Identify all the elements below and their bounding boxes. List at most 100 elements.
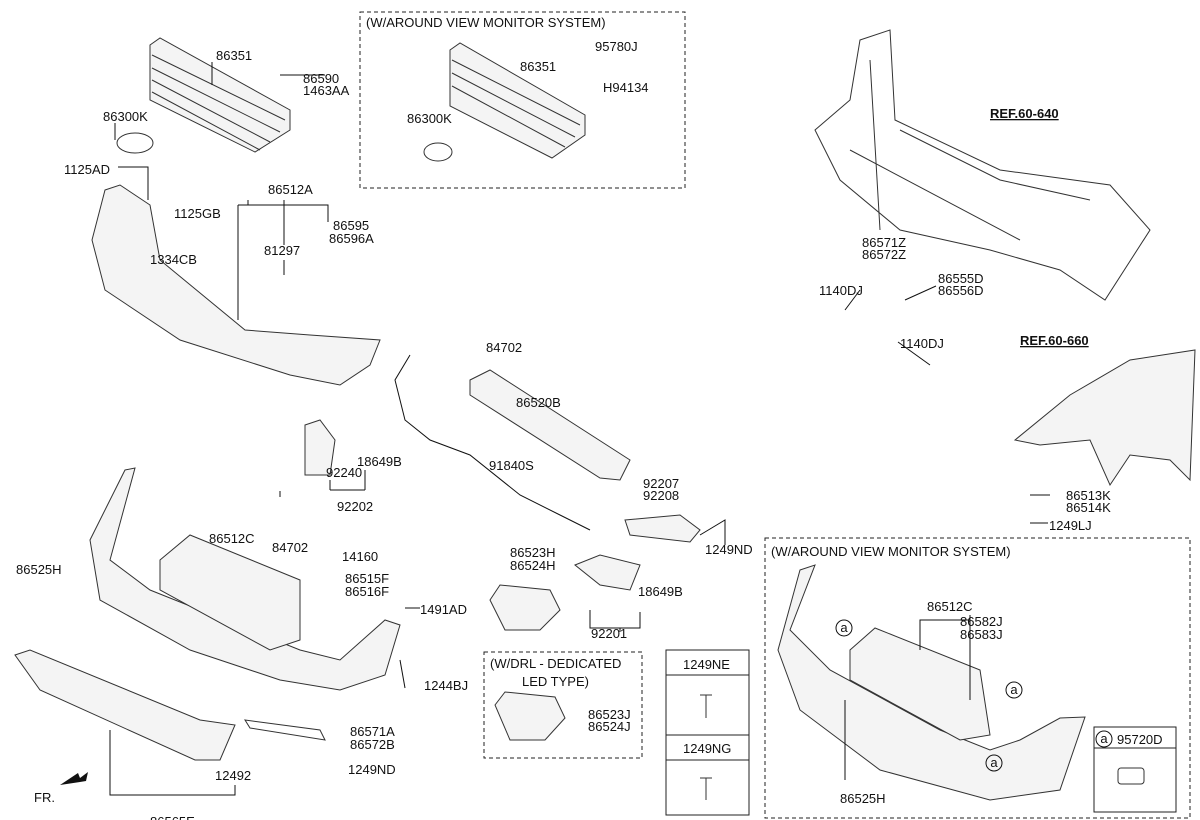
callout-letter: a — [840, 620, 848, 635]
drl-title-line2: LED TYPE) — [522, 674, 589, 689]
lip-86565E — [14, 649, 236, 761]
part-label-screw-1249ne: 1249NE — [683, 657, 730, 672]
fog-lamp-92202 — [304, 419, 336, 476]
ref-label-60-640: REF.60-640 — [990, 106, 1059, 121]
part-label-drl-86524j: 86524J — [588, 719, 631, 734]
part-label-clip-14160: 14160 — [342, 549, 378, 564]
part-label-bezel-86523h: 86523H — [510, 545, 556, 560]
wiring-harness-91840S — [394, 354, 591, 531]
radiator-grille-86351 — [116, 37, 291, 154]
part-label-clip-18649b-a: 18649B — [357, 454, 402, 469]
part-label-sensor-95720d: 95720D — [1117, 732, 1163, 747]
part-label-clip-84702-b: 84702 — [272, 540, 308, 555]
avm-top-box — [359, 11, 686, 189]
screw-1249NE-icon — [700, 694, 712, 718]
drl-title-line1: (W/DRL - DEDICATED — [490, 656, 621, 671]
bezel-92201 — [574, 554, 641, 591]
part-label-avm-bot-86583j: 86583J — [960, 627, 1003, 642]
moulding-86571A — [244, 719, 326, 741]
part-label-bolt-1140dj-a: 1140DJ — [819, 283, 863, 298]
part-label-guard-86514k: 86514K — [1066, 500, 1111, 515]
part-label-wiring-91840s: 91840S — [489, 458, 534, 473]
callout-letter: a — [1010, 682, 1018, 697]
part-label-clip-18649b-b: 18649B — [638, 584, 683, 599]
part-label-bracket-86571z: 86571Z — [862, 235, 906, 250]
part-label-bolt-1244bj: 1244BJ — [424, 678, 468, 693]
screw-1249NG-icon — [700, 777, 712, 800]
part-label-avm-bot-86512c: 86512C — [927, 599, 973, 614]
part-label-screw-1249nd-b: 1249ND — [348, 762, 396, 777]
part-label-guard-86513k: 86513K — [1066, 488, 1111, 503]
energy-absorber-86520B — [469, 369, 631, 481]
callout-a-markers — [835, 619, 1113, 772]
part-label-grille-86351: 86351 — [216, 48, 252, 63]
fender — [1013, 349, 1196, 487]
radiator-grille-avm — [423, 42, 586, 162]
avm-bottom-title: (W/AROUND VIEW MONITOR SYSTEM) — [771, 544, 1011, 559]
part-label-clip-1491ad: 1491AD — [420, 602, 467, 617]
part-label-bolt-1140dj-b: 1140DJ — [900, 336, 944, 351]
part-label-screw-1463aa: 1463AA — [303, 83, 350, 98]
front-end-module — [814, 29, 1151, 301]
part-label-screw-1249nd-a: 1249ND — [705, 542, 753, 557]
part-label-clip-84702-a: 84702 — [486, 340, 522, 355]
bezel-86523H — [489, 584, 561, 631]
part-label-bezel-86524h: 86524H — [510, 558, 556, 573]
part-label-clip-12492: 12492 — [215, 768, 251, 783]
bezel-86523J — [494, 691, 566, 741]
part-label-avm-bot-86582j: 86582J — [960, 614, 1003, 629]
part-label-bracket-86556d: 86556D — [938, 283, 984, 298]
emblem — [116, 132, 154, 154]
parking-sensor-95720D — [1117, 767, 1145, 785]
part-label-lamp-92202: 92202 — [337, 499, 373, 514]
bumper-cover-86525H — [89, 467, 401, 691]
part-label-bolt-1125gb: 1125GB — [174, 206, 221, 221]
part-label-lamp-92201: 92201 — [591, 626, 627, 641]
part-label-lamp-92240: 92240 — [326, 465, 362, 480]
part-label-bolt-1125ad: 1125AD — [64, 162, 110, 177]
part-label-absorber-86520b: 86520B — [516, 395, 561, 410]
part-label-screw-1249ng: 1249NG — [683, 741, 731, 756]
part-label-nut-1334cb: 1334CB — [150, 252, 197, 267]
leader-lines — [109, 62, 1050, 796]
grille-86512C — [159, 534, 301, 651]
part-label-clip-86590: 86590 — [303, 71, 339, 86]
sensor-box — [1093, 726, 1177, 813]
part-label-bumper-86525h: 86525H — [16, 562, 62, 577]
callout-letter: a — [1100, 731, 1108, 746]
part-label-emblem-86300k: 86300K — [103, 109, 148, 124]
fastener-box — [665, 649, 750, 816]
part-label-front-arrow: FR. — [34, 790, 55, 805]
drl-box — [483, 651, 643, 759]
front-arrow-icon — [60, 772, 88, 785]
part-label-screw-1249lj: 1249LJ — [1049, 518, 1092, 533]
part-label-avm-bot-86525h: 86525H — [840, 791, 886, 806]
part-label-avm-top-95780j: 95780J — [595, 39, 638, 54]
ref-label-60-660: REF.60-660 — [1020, 333, 1089, 348]
part-label-bracket-86555d: 86555D — [938, 271, 984, 286]
part-label-lamp-92208: 92208 — [643, 488, 679, 503]
part-label-cover-86512a: 86512A — [268, 182, 313, 197]
fog-lamp-92207 — [624, 514, 701, 543]
part-label-drl-86523j: 86523J — [588, 707, 631, 722]
part-label-lamp-92207: 92207 — [643, 476, 679, 491]
avm-bumper-86525H — [777, 564, 1086, 801]
part-label-bracket-86572z: 86572Z — [862, 247, 906, 262]
part-label-avm-top-86300k: 86300K — [407, 111, 452, 126]
bumper-cover-86512A — [91, 184, 381, 386]
part-label-lip-86565e: 86565E — [150, 814, 195, 820]
part-label-bracket-81297: 81297 — [264, 243, 300, 258]
avm-top-title: (W/AROUND VIEW MONITOR SYSTEM) — [366, 15, 606, 30]
avm-bottom-box — [764, 537, 1191, 819]
part-label-moulding-86572b: 86572B — [350, 737, 395, 752]
avm-grille-86512C — [849, 627, 991, 741]
part-label-avm-top-h94134: H94134 — [603, 80, 649, 95]
part-label-grille-86512c: 86512C — [209, 531, 255, 546]
part-label-bracket-86596a: 86596A — [329, 231, 374, 246]
part-label-bracket-86516f: 86516F — [345, 584, 389, 599]
part-label-bracket-86595: 86595 — [333, 218, 369, 233]
part-label-avm-top-86351: 86351 — [520, 59, 556, 74]
callout-letter: a — [990, 755, 998, 770]
